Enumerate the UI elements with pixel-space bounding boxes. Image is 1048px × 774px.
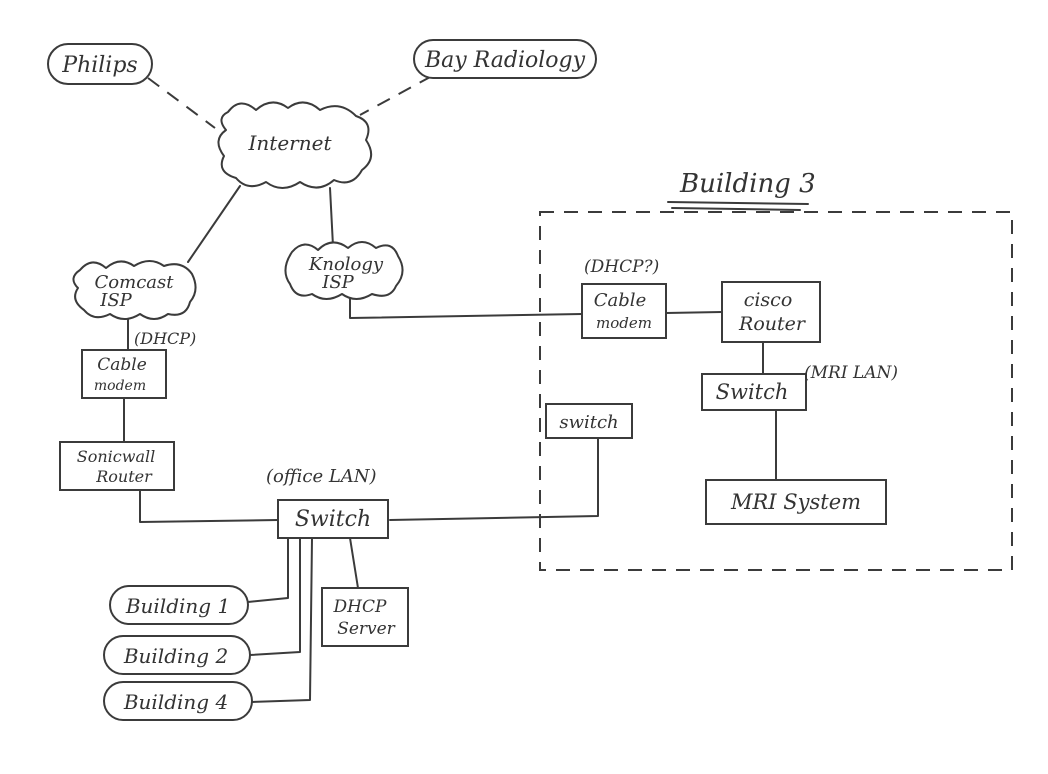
link-officeswitch-building4 <box>251 537 313 703</box>
link-philips-internet <box>147 77 216 129</box>
building1-label: Building 1 <box>125 594 230 618</box>
internet-cloud: Internet <box>217 101 373 189</box>
dhcp-server-line1: DHCP <box>333 597 387 617</box>
mri-switch-label: Switch <box>716 380 789 404</box>
cisco-router: cisco Router <box>721 281 821 343</box>
link-officeswitch-building2 <box>249 537 301 656</box>
dhcp-server-line2: Server <box>337 619 395 639</box>
office-switch: Switch <box>277 499 389 539</box>
comcast-label-line2: ISP <box>99 290 132 311</box>
connections <box>123 75 777 703</box>
building4-label: Building 4 <box>123 690 228 714</box>
dhcp-note-left: (DHCP) <box>134 329 196 348</box>
building3-title-underline <box>667 201 809 211</box>
mri-system-label: MRI System <box>730 490 861 514</box>
building4-node: Building 4 <box>103 681 253 721</box>
link-sonicwall-officeswitch <box>139 489 279 523</box>
bay-radiology-label: Bay Radiology <box>424 48 586 73</box>
mri-system: MRI System <box>705 479 887 525</box>
cable-modem-right-line2: modem <box>596 314 652 332</box>
knology-label-line1: Knology <box>308 254 384 275</box>
mri-switch: Switch <box>701 373 807 411</box>
cable-modem-right: Cable modem <box>581 283 667 339</box>
b3-switch: switch <box>545 403 633 439</box>
sonicwall-line1: Sonicwall <box>77 447 155 466</box>
philips-node: Philips <box>47 43 153 85</box>
dhcp-server: DHCP Server <box>321 587 409 647</box>
building2-label: Building 2 <box>123 644 228 668</box>
link-officeswitch-b3switch <box>389 437 599 521</box>
cable-modem-left-line1: Cable <box>97 355 147 375</box>
link-internet-knology <box>329 187 334 247</box>
internet-label: Internet <box>248 131 333 155</box>
link-officeswitch-dhcpserver <box>349 537 359 589</box>
knology-isp-cloud: Knology ISP <box>284 241 404 300</box>
link-bayradiology-internet <box>359 75 433 116</box>
building2-node: Building 2 <box>103 635 251 675</box>
sonicwall-router: Sonicwall Router <box>59 441 175 491</box>
building1-node: Building 1 <box>109 585 249 625</box>
dhcp-note-right: (DHCP?) <box>584 257 659 277</box>
cisco-line1: cisco <box>744 289 793 311</box>
bay-radiology-node: Bay Radiology <box>413 39 597 79</box>
link-internet-comcast <box>187 185 241 263</box>
b3-switch-label: switch <box>559 412 618 433</box>
building3-boundary <box>539 211 1013 571</box>
comcast-isp-cloud: Comcast ISP <box>72 260 197 320</box>
mri-lan-note: (MRI LAN) <box>804 363 898 383</box>
link-officeswitch-building1 <box>247 537 289 603</box>
building3-title: Building 3 <box>679 169 816 199</box>
philips-label: Philips <box>61 53 137 78</box>
cable-modem-left: Cable modem <box>81 349 167 399</box>
office-lan-note: (office LAN) <box>266 466 377 487</box>
link-b3cablemodem-cisco <box>665 311 723 314</box>
comcast-label-line1: Comcast <box>95 272 175 293</box>
cable-modem-right-line1: Cable <box>594 290 646 311</box>
cisco-line2: Router <box>738 313 807 335</box>
sonicwall-line2: Router <box>95 467 153 486</box>
knology-label-line2: ISP <box>321 272 354 293</box>
link-knology-b3cablemodem <box>349 293 583 319</box>
office-switch-label: Switch <box>295 507 371 532</box>
cable-modem-left-line2: modem <box>94 378 146 394</box>
